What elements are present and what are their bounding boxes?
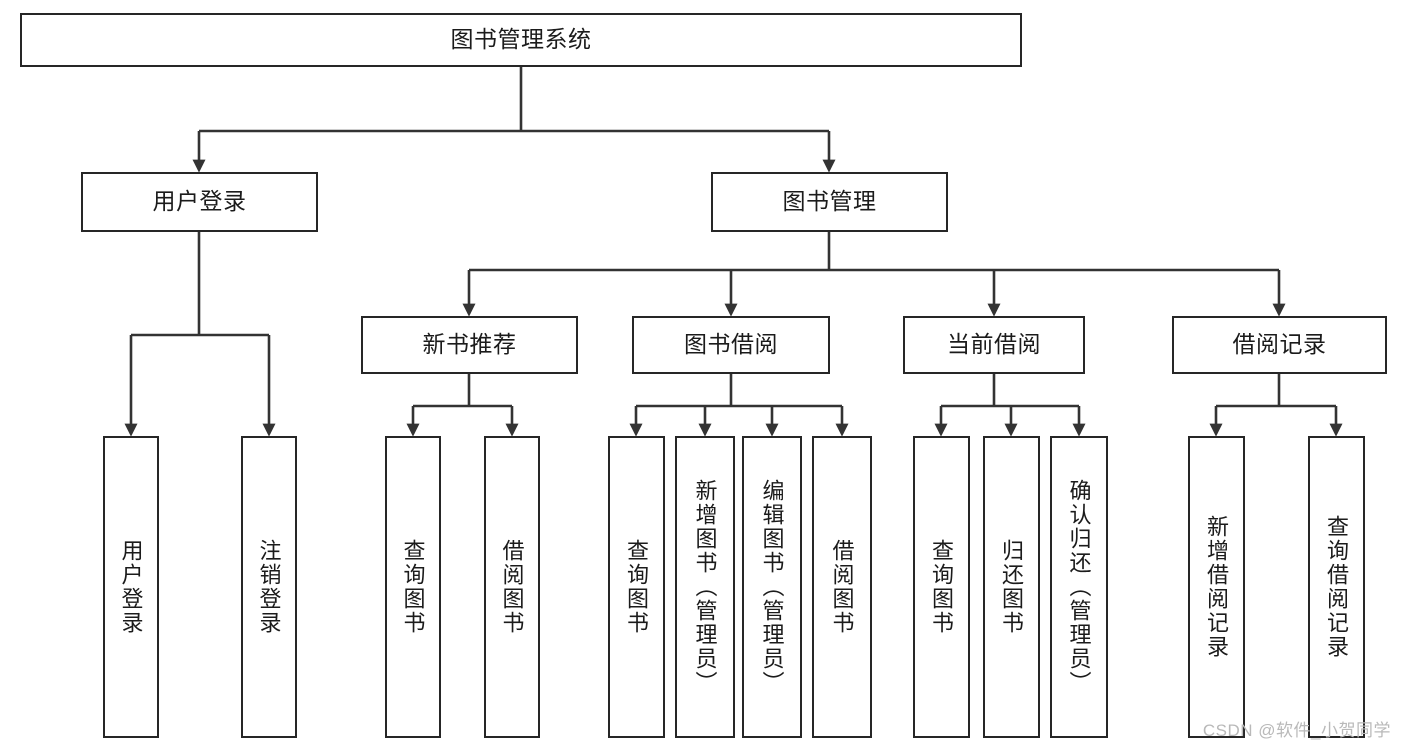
node-l3-borrow-book-b[interactable]: 借阅图书 <box>812 436 872 738</box>
node-l3-borrow-book-a[interactable]: 借阅图书 <box>484 436 540 738</box>
node-l3-add-book[interactable]: 新增图书（管理员） <box>675 436 735 738</box>
node-label: 借阅图书 <box>499 539 525 635</box>
node-l2-new-book-rec[interactable]: 新书推荐 <box>361 316 578 374</box>
node-l3-user-login[interactable]: 用户登录 <box>103 436 159 738</box>
node-label: 新书推荐 <box>422 331 517 358</box>
edges-book-mgmt <box>462 232 1286 317</box>
node-label: 注销登录 <box>256 539 282 635</box>
node-label: 图书管理系统 <box>450 26 592 53</box>
node-root[interactable]: 图书管理系统 <box>20 13 1022 67</box>
node-l2-current-borrow[interactable]: 当前借阅 <box>903 316 1085 374</box>
node-l2-book-borrow[interactable]: 图书借阅 <box>632 316 830 374</box>
node-l1-book-mgmt[interactable]: 图书管理 <box>711 172 948 232</box>
node-l3-query-book-a[interactable]: 查询图书 <box>385 436 441 738</box>
edges-root <box>192 67 836 173</box>
node-l2-borrow-record[interactable]: 借阅记录 <box>1172 316 1387 374</box>
node-label: 编辑图书（管理员） <box>759 479 785 695</box>
edges-book-borrow <box>629 374 849 437</box>
node-label: 新增图书（管理员） <box>692 479 718 695</box>
edges-login <box>124 232 276 437</box>
node-l3-query-book-c[interactable]: 查询图书 <box>913 436 970 738</box>
node-label: 查询图书 <box>400 539 426 635</box>
node-l3-query-book-b[interactable]: 查询图书 <box>608 436 665 738</box>
node-label: 新增借阅记录 <box>1204 515 1230 659</box>
node-label: 图书管理 <box>782 188 877 215</box>
node-label: 用户登录 <box>152 188 247 215</box>
node-l3-edit-book[interactable]: 编辑图书（管理员） <box>742 436 802 738</box>
node-l1-login[interactable]: 用户登录 <box>81 172 318 232</box>
edges-borrow-record <box>1209 374 1343 437</box>
node-l3-user-logout[interactable]: 注销登录 <box>241 436 297 738</box>
node-l3-return-book[interactable]: 归还图书 <box>983 436 1040 738</box>
node-label: 借阅记录 <box>1232 331 1327 358</box>
node-label: 查询借阅记录 <box>1324 515 1350 659</box>
node-l3-confirm-return[interactable]: 确认归还（管理员） <box>1050 436 1108 738</box>
node-label: 当前借阅 <box>947 331 1041 358</box>
node-label: 用户登录 <box>118 539 144 635</box>
node-label: 查询图书 <box>929 539 955 635</box>
node-label: 查询图书 <box>624 539 650 635</box>
node-label: 归还图书 <box>999 539 1025 635</box>
edges-current-borrow <box>934 374 1086 437</box>
node-l3-add-record[interactable]: 新增借阅记录 <box>1188 436 1245 738</box>
node-label: 图书借阅 <box>684 331 778 358</box>
node-l3-query-record[interactable]: 查询借阅记录 <box>1308 436 1365 738</box>
node-label: 确认归还（管理员） <box>1066 479 1092 695</box>
edges-new-book-rec <box>406 374 519 437</box>
node-label: 借阅图书 <box>829 539 855 635</box>
